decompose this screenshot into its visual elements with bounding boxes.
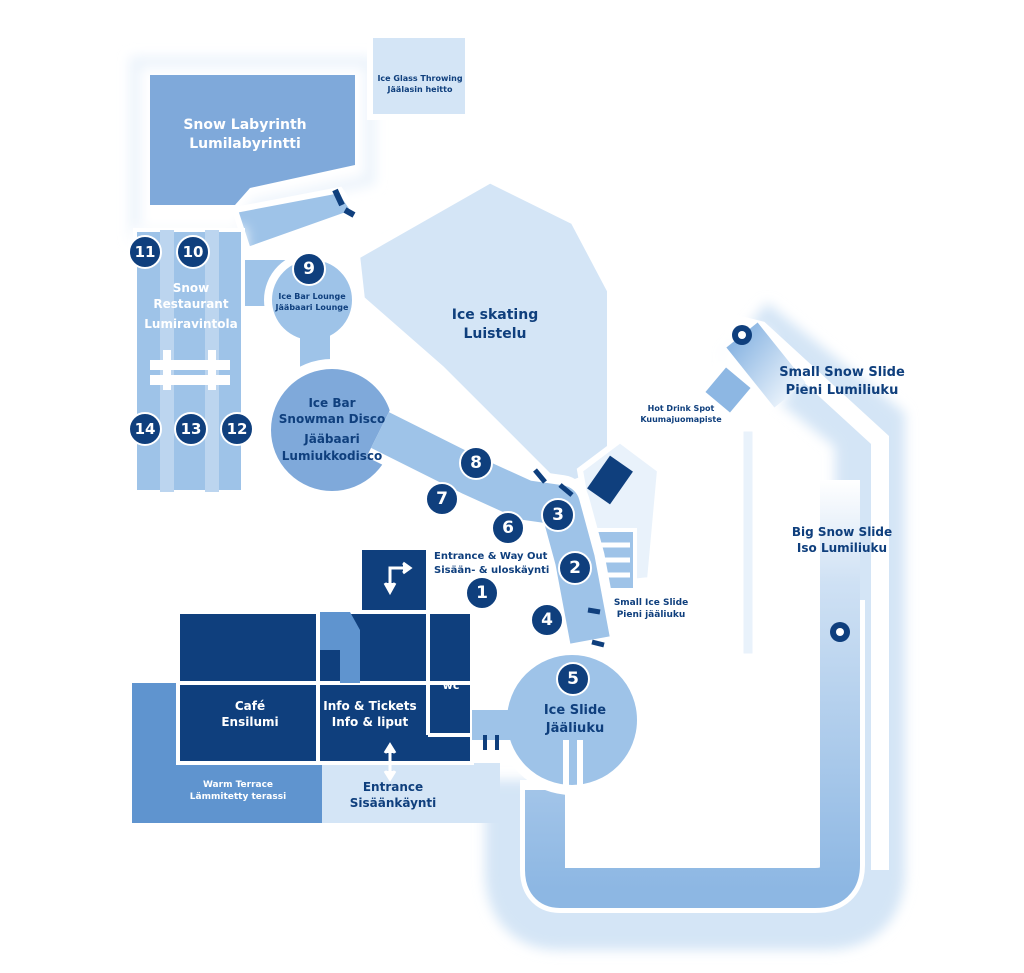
map-marker-2: 2 <box>558 551 592 585</box>
ice-bar-disco-label: Ice Bar Snowman Disco Jääbaari Lumiukkod… <box>278 396 386 463</box>
entrance-way-out-label: Entrance & Way Out Sisään- & uloskäynti <box>434 551 550 576</box>
entrance-label: Entrance Sisäänkäynti <box>349 780 437 811</box>
ice-bar-lounge-label: Ice Bar Lounge Jääbaari Lounge <box>275 292 349 312</box>
map-marker-1: 1 <box>465 576 499 610</box>
map-marker-14: 14 <box>128 412 162 446</box>
map-marker-11: 11 <box>128 235 162 269</box>
entrance-area <box>322 763 500 823</box>
cafe-label: Café Ensilumi <box>221 699 279 730</box>
wc-label: wc <box>442 679 460 692</box>
small-snow-slide-label: Small Snow Slide Pieni Lumiliuku <box>779 365 905 398</box>
warm-terrace-label: Warm Terrace Lämmitetty terassi <box>189 780 287 803</box>
map-marker-4: 4 <box>530 603 564 637</box>
map-marker-10: 10 <box>176 235 210 269</box>
snow-labyrinth-building <box>130 57 375 240</box>
snow-labyrinth-label: Snow Labyrinth Lumilabyrintti <box>183 117 307 152</box>
small-ice-slide-label: Small Ice Slide Pieni jääliuku <box>613 598 689 621</box>
ice-slide-label: Ice Slide Jääliuku <box>543 703 607 736</box>
map-marker-7: 7 <box>425 482 459 516</box>
map-marker-5: 5 <box>556 662 590 696</box>
ice-glass-throwing-area <box>367 32 471 120</box>
map-marker-13: 13 <box>174 412 208 446</box>
map-marker-12: 12 <box>220 412 254 446</box>
ice-glass-throwing-label: Ice Glass Throwing Jäälasin heitto <box>377 74 463 94</box>
map-marker-8: 8 <box>459 446 493 480</box>
hot-drink-spot-label: Hot Drink Spot Kuumajuomapiste <box>640 404 722 424</box>
map-marker-9: 9 <box>292 252 326 286</box>
map-marker-6: 6 <box>491 511 525 545</box>
small-snow-slide <box>699 320 806 657</box>
entrance-way-out-arrow-icon <box>383 561 413 596</box>
big-snow-slide-label: Big Snow Slide Iso Lumiliuku <box>791 525 893 556</box>
snow-restaurant-label: Snow Restaurant Lumiravintola <box>144 281 238 332</box>
main-building <box>176 546 474 765</box>
map-marker-3: 3 <box>541 498 575 532</box>
snow-restaurant-building <box>128 228 246 498</box>
ice-skating-label: Ice skating Luistelu <box>451 307 539 342</box>
info-tickets-label: Info & Tickets Info & liput <box>323 699 417 730</box>
entrance-arrow-icon <box>383 742 397 782</box>
hot-drink-spot-kiosk <box>587 455 633 505</box>
